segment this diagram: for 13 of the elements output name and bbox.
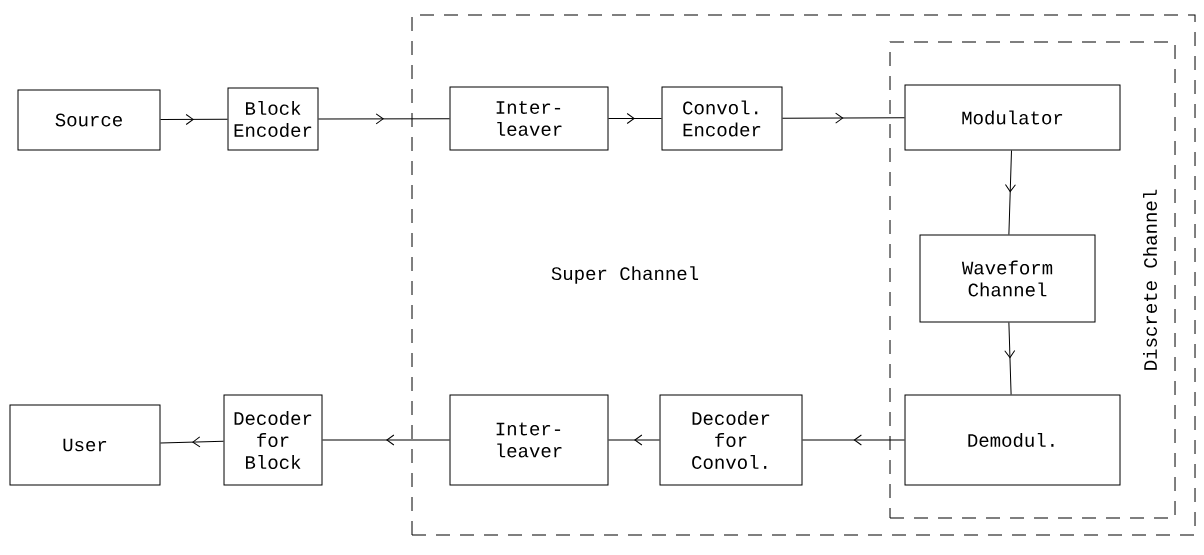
process-box: Convol. Encoder bbox=[661, 86, 783, 151]
process-box: Inter- leaver bbox=[449, 86, 609, 151]
container-label: Super Channel bbox=[551, 266, 699, 284]
process-box: Source bbox=[17, 89, 161, 151]
process-box: Decoder for Convol. bbox=[659, 394, 803, 486]
rotated-label: Discrete Channel bbox=[1143, 189, 1157, 370]
process-box: Waveform Channel bbox=[919, 234, 1096, 323]
process-box: Demodul. bbox=[904, 394, 1121, 486]
process-box: Decoder for Block bbox=[223, 394, 323, 486]
process-box: User bbox=[9, 404, 161, 486]
process-box: Inter- leaver bbox=[449, 394, 609, 486]
process-box: Modulator bbox=[904, 84, 1121, 151]
process-box: Block Encoder bbox=[227, 87, 319, 151]
